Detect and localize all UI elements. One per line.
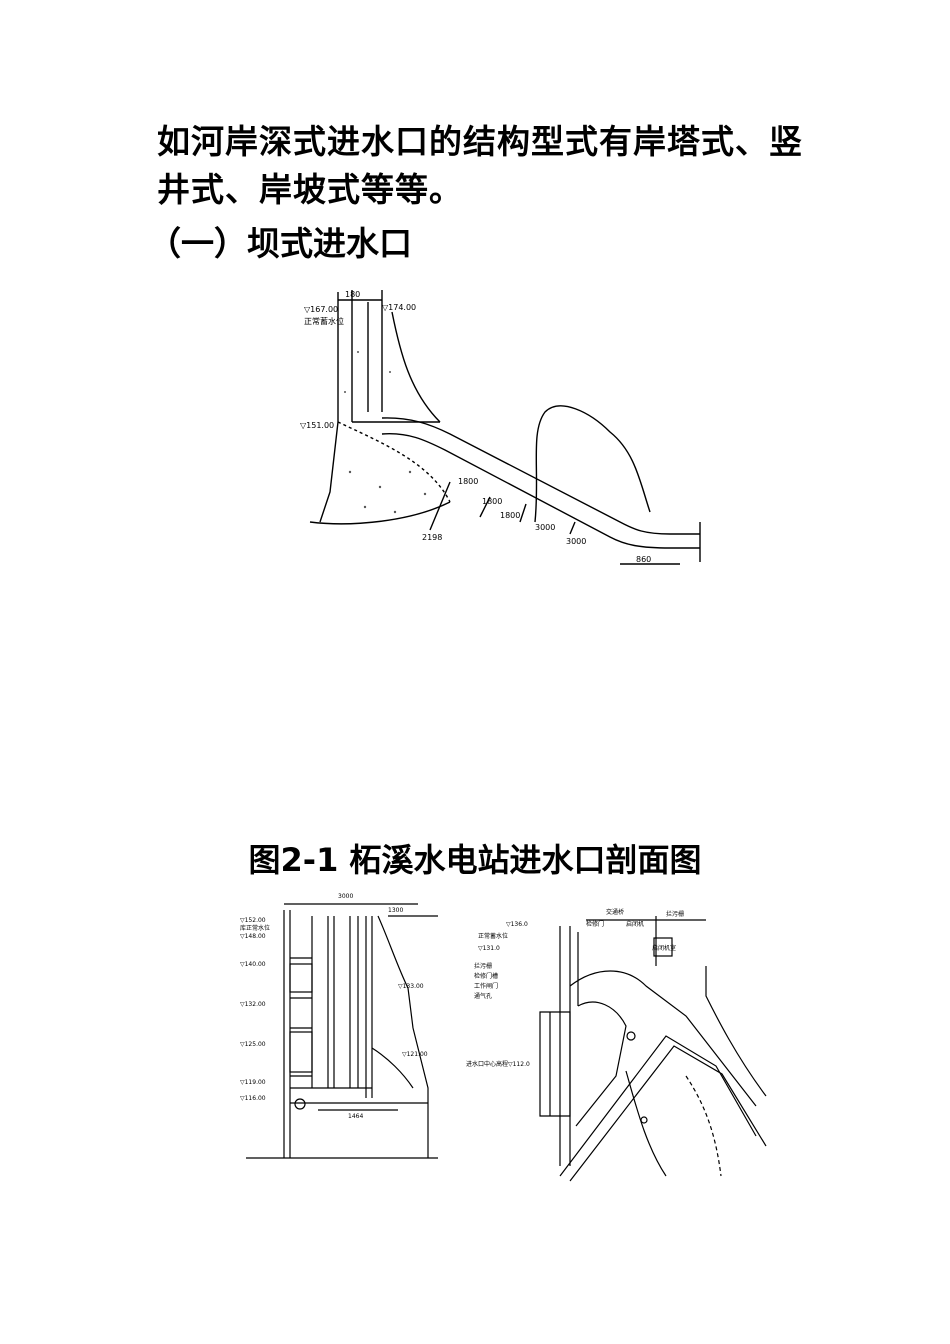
fig1-label: 860 — [636, 555, 651, 564]
fig3-label: 正常蓄水位 — [478, 932, 508, 940]
slope-intake-section-figure: 交通桥 检修门 启闭机 拦污栅 启闭机室 ▽136.0 正常蓄水位 ▽131.0… — [466, 908, 767, 1182]
fig3-label: 拦污栅 — [666, 910, 684, 918]
fig2-label: ▽116.00 — [240, 1095, 266, 1102]
fig2-label: 3000 — [338, 893, 353, 900]
fig1-label: ▽167.00 — [304, 305, 338, 314]
section-heading: （一）坝式进水口 — [148, 224, 412, 263]
fig2-label: ▽121.00 — [402, 1051, 428, 1058]
fig3-label: 拦污栅 — [474, 962, 492, 970]
fig1-label: ▽174.00 — [382, 303, 416, 312]
fig3-label: ▽131.0 — [478, 945, 500, 952]
figure-caption: 图2-1 柘溪水电站进水口剖面图 — [248, 841, 702, 879]
intake-tower-section-figure: 3000 ▽152.00 库正常水位 ▽148.00 ▽140.00 ▽132.… — [240, 893, 438, 1159]
fig1-label: 3000 — [566, 537, 586, 546]
fig3-label: 工作闸门 — [474, 982, 498, 990]
fig2-label: ▽125.00 — [240, 1041, 266, 1048]
fig2-label: ▽133.00 — [398, 983, 424, 990]
fig2-label: ▽148.00 — [240, 933, 266, 940]
fig1-label: 3000 — [535, 523, 555, 532]
fig1-label: 180 — [345, 290, 360, 299]
fig1-label: 正常蓄水位 — [304, 316, 344, 326]
fig1-label: 2198 — [422, 533, 442, 542]
fig2-label: 库正常水位 — [240, 924, 270, 932]
fig2-label: 1300 — [388, 907, 403, 914]
fig1-label: ▽151.00 — [300, 421, 334, 430]
dam-intake-section-figure: 180 ▽174.00 ▽167.00 正常蓄水位 ▽151.00 2198 1… — [300, 290, 701, 565]
intro-paragraph: 如河岸深式进水口的结构型式有岸塔式、竖井式、岸坡式等等。 — [157, 122, 803, 209]
fig2-label: ▽152.00 — [240, 917, 266, 924]
fig1-label: 1800 — [458, 477, 478, 486]
fig3-label: ▽136.0 — [506, 921, 528, 928]
fig3-label: 交通桥 — [606, 908, 624, 916]
fig3-label: 启闭机 — [626, 920, 644, 928]
fig2-label: 1464 — [348, 1113, 363, 1120]
fig2-label: ▽132.00 — [240, 1001, 266, 1008]
fig3-label: 检修门 — [586, 920, 604, 928]
fig2-label: ▽119.00 — [240, 1079, 266, 1086]
fig3-label: 通气孔 — [474, 992, 492, 1000]
fig3-label: 进水口中心高程▽112.0 — [466, 1060, 530, 1068]
fig1-label: 1800 — [482, 497, 502, 506]
fig3-label: 检修门槽 — [474, 972, 498, 980]
fig2-label: ▽140.00 — [240, 961, 266, 968]
fig1-label: 1800 — [500, 511, 520, 520]
fig3-label: 启闭机室 — [652, 944, 676, 952]
